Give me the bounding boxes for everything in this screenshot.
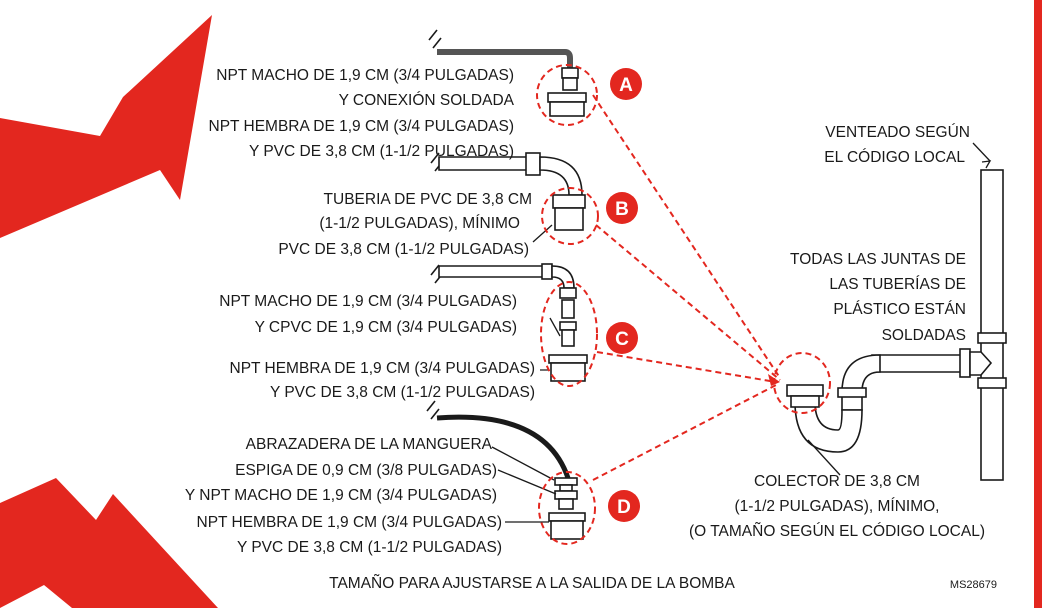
label-d-line2: ESPIGA DE 0,9 CM (3/8 PULGADAS)	[235, 462, 497, 479]
trap-label-line3: (O TAMAÑO SEGÚN EL CÓDIGO LOCAL)	[689, 523, 985, 540]
fitting-c	[430, 263, 598, 387]
bottom-caption: TAMAÑO PARA AJUSTARSE A LA SALIDA DE LA …	[329, 575, 735, 592]
highlight-d	[538, 471, 596, 545]
highlight-a	[536, 64, 598, 126]
badge-a: A	[610, 68, 642, 100]
fitting-b	[430, 152, 599, 245]
label-b-line3: PVC DE 3,8 CM (1-1/2 PULGADAS)	[278, 241, 529, 258]
badge-c: C	[606, 322, 638, 354]
joints-label-line2: LAS TUBERÍAS DE	[829, 276, 966, 293]
vent-label-line1: VENTEADO SEGÚN	[825, 124, 970, 141]
label-d-line3: Y NPT MACHO DE 1,9 CM (3/4 PULGADAS)	[185, 487, 497, 504]
label-a-line3: NPT HEMBRA DE 1,9 CM (3/4 PULGADAS)	[209, 118, 515, 135]
badge-d: D	[608, 490, 640, 522]
label-c-line3: NPT HEMBRA DE 1,9 CM (3/4 PULGADAS)	[230, 360, 536, 377]
svg-text:C: C	[615, 329, 629, 350]
label-c-line4: Y PVC DE 3,8 CM (1-1/2 PULGADAS)	[270, 384, 535, 401]
label-a-line4: Y PVC DE 3,8 CM (1-1/2 PULGADAS)	[249, 143, 514, 160]
highlight-b	[541, 187, 599, 245]
label-c-line2: Y CPVC DE 1,9 CM (3/4 PULGADAS)	[255, 319, 517, 336]
label-a-line1: NPT MACHO DE 1,9 CM (3/4 PULGADAS)	[216, 67, 514, 84]
label-a-line2: Y CONEXIÓN SOLDADA	[339, 92, 515, 109]
svg-text:D: D	[617, 497, 631, 518]
trap-label-line2: (1-1/2 PULGADAS), MÍNIMO,	[735, 498, 940, 515]
trap-label-line1: COLECTOR DE 3,8 CM	[754, 473, 920, 490]
joints-label-line1: TODAS LAS JUNTAS DE	[790, 251, 966, 268]
joints-label-line3: PLÁSTICO ESTÁN	[833, 301, 966, 318]
svg-text:A: A	[619, 75, 633, 96]
label-d-line1: ABRAZADERA DE LA MANGUERA	[246, 436, 493, 453]
label-d-line4: NPT HEMBRA DE 1,9 CM (3/4 PULGADAS)	[197, 514, 503, 531]
highlight-c	[540, 281, 598, 387]
label-b-line2: (1-1/2 PULGADAS), MÍNIMO	[319, 215, 520, 232]
vent-label-line2: EL CÓDIGO LOCAL	[824, 149, 965, 166]
right-border-stripe	[1034, 0, 1042, 608]
fitting-a	[428, 29, 598, 126]
joints-label-line4: SOLDADAS	[882, 327, 966, 344]
drawing-code: MS28679	[950, 579, 997, 591]
svg-text:B: B	[615, 199, 629, 220]
label-b-line1: TUBERIA DE PVC DE 3,8 CM	[324, 191, 532, 208]
badge-b: B	[606, 192, 638, 224]
label-d-line5: Y PVC DE 3,8 CM (1-1/2 PULGADAS)	[237, 539, 502, 556]
connector-lines	[592, 94, 781, 481]
label-c-line1: NPT MACHO DE 1,9 CM (3/4 PULGADAS)	[219, 293, 517, 310]
red-arrow-bottom	[0, 478, 218, 608]
red-arrow-top	[0, 15, 212, 238]
trap-and-vent	[773, 142, 1007, 481]
fitting-d	[426, 400, 596, 545]
